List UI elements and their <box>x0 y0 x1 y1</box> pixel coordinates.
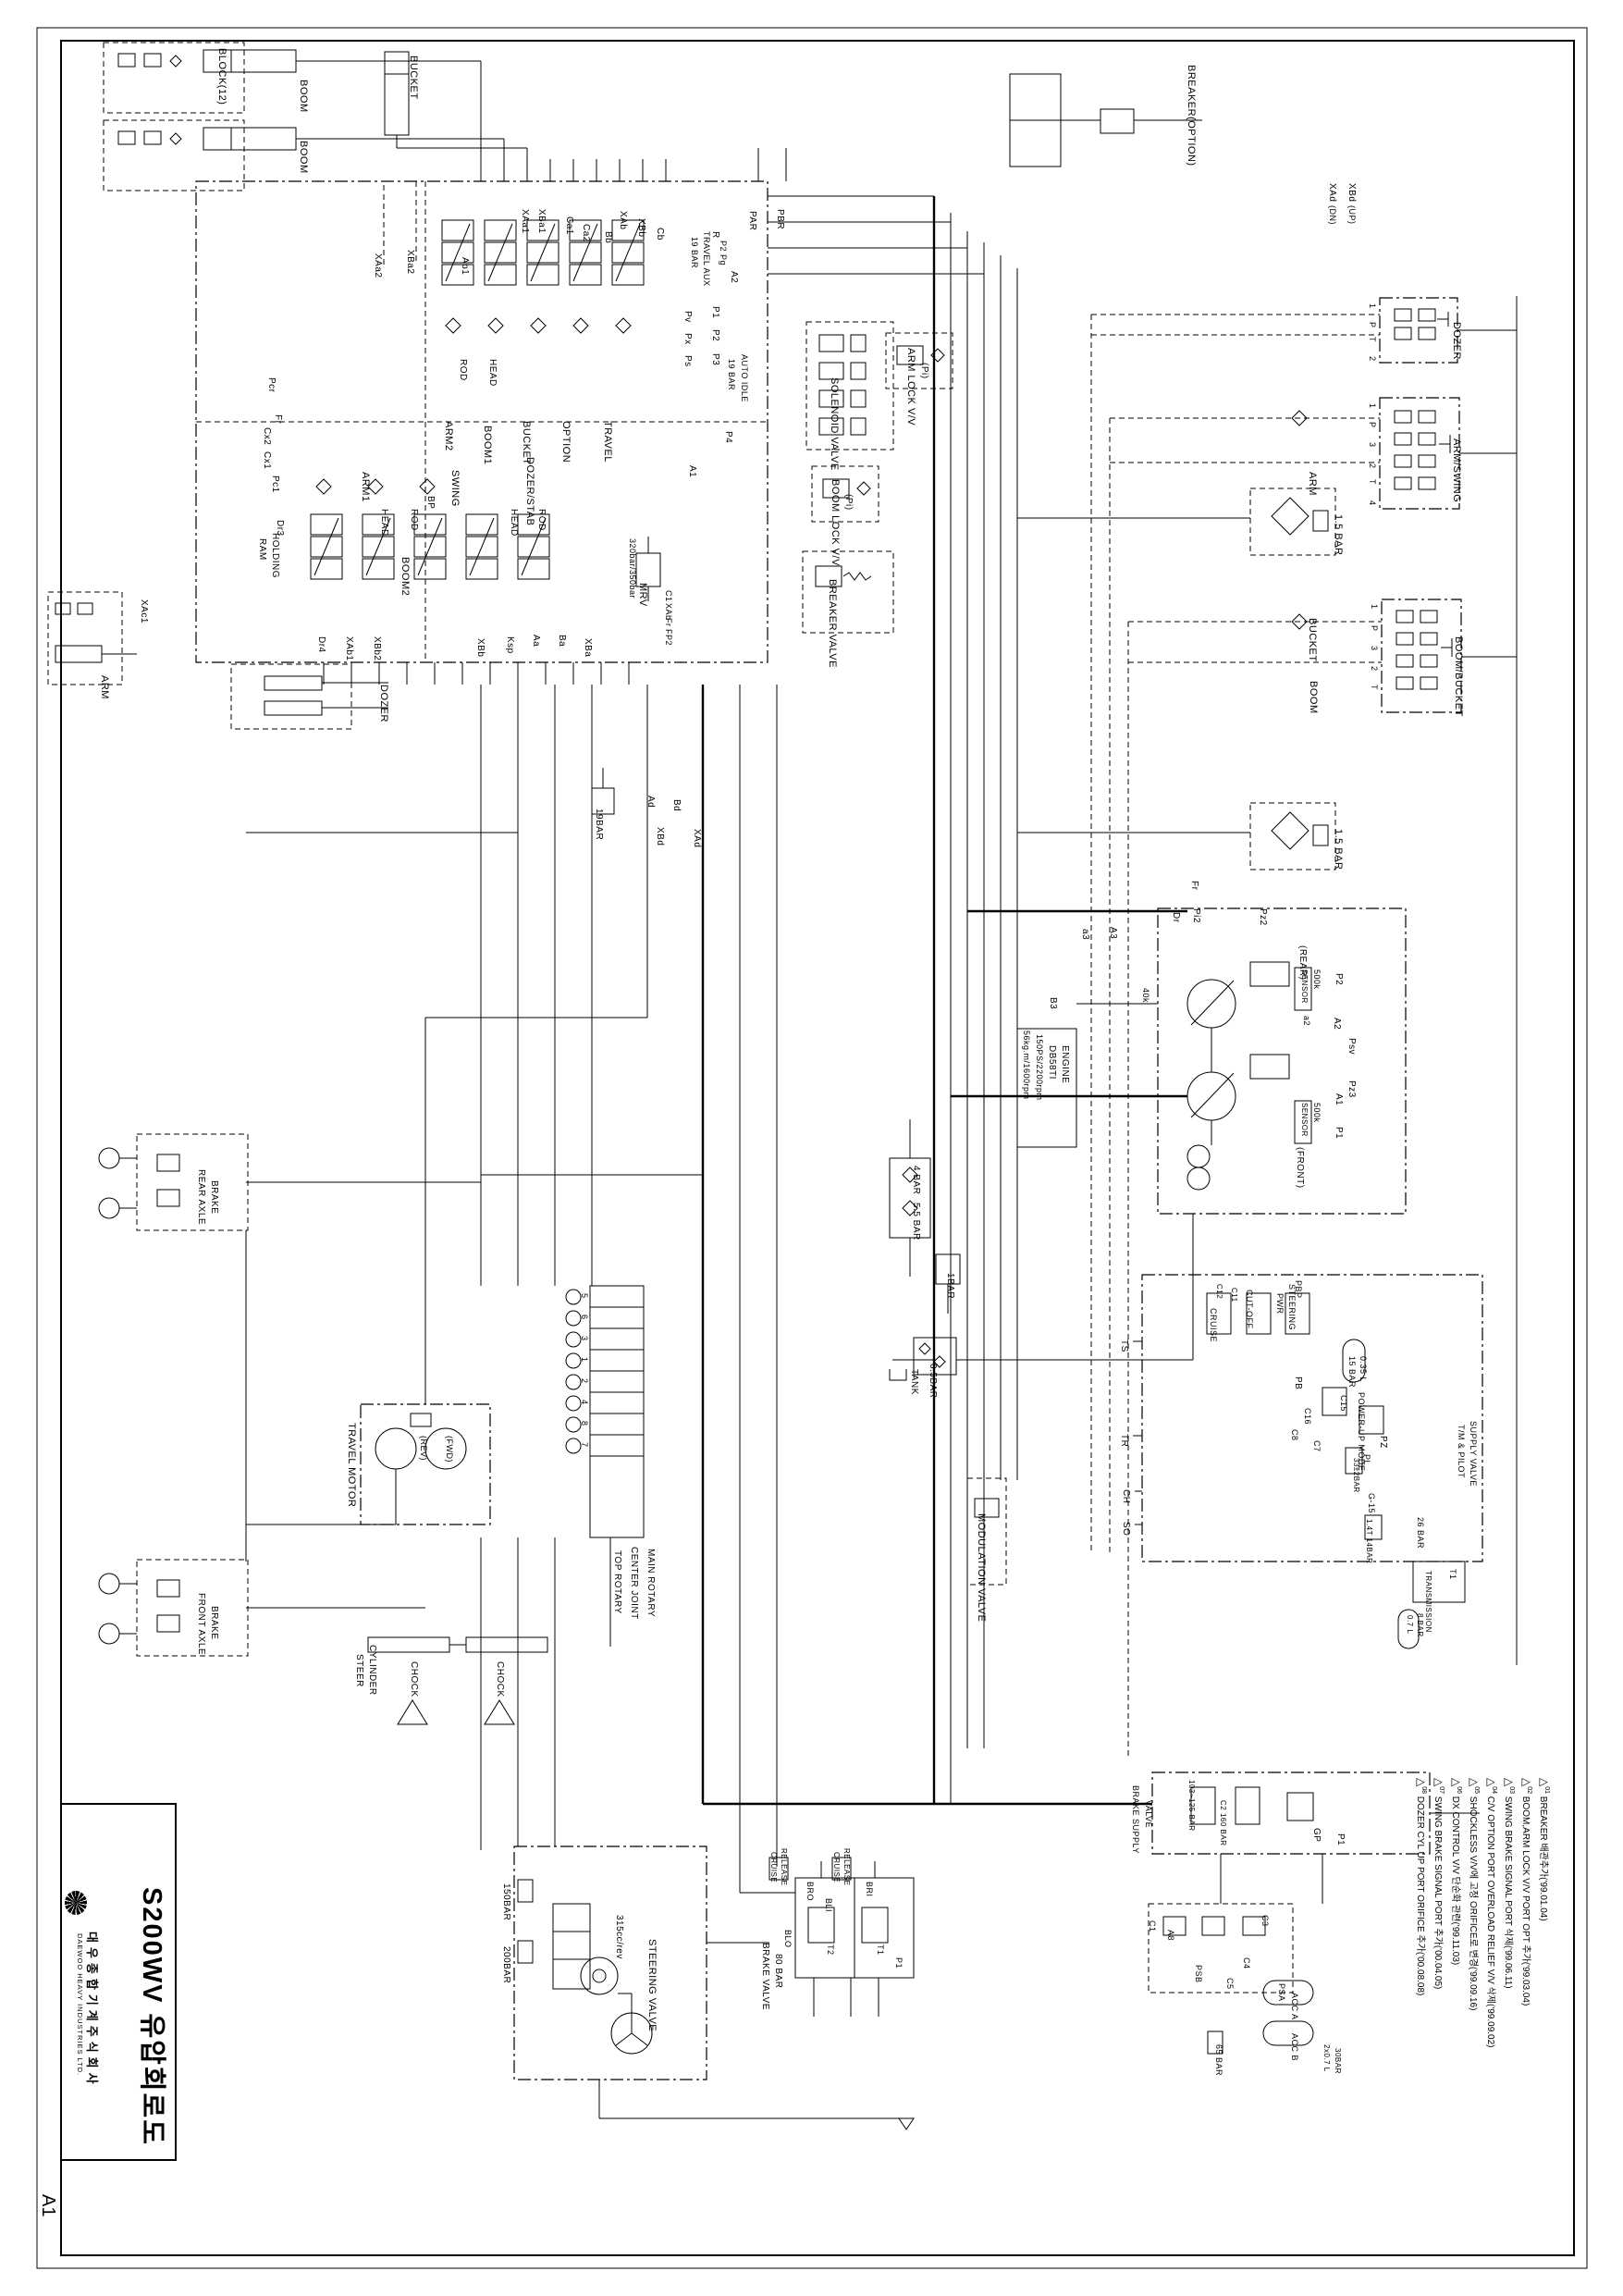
sheet-size-label: A1 <box>38 2194 58 2217</box>
company-name-ko: 대우종합기계주식회사 <box>85 1932 99 2089</box>
company-logo-icon <box>65 1891 87 1915</box>
drawing-title: S200WV 유압회로도 <box>137 1887 166 2146</box>
company-name-en: DAEWOO HEAVY INDUSTRIES LTD. <box>76 1933 84 2077</box>
